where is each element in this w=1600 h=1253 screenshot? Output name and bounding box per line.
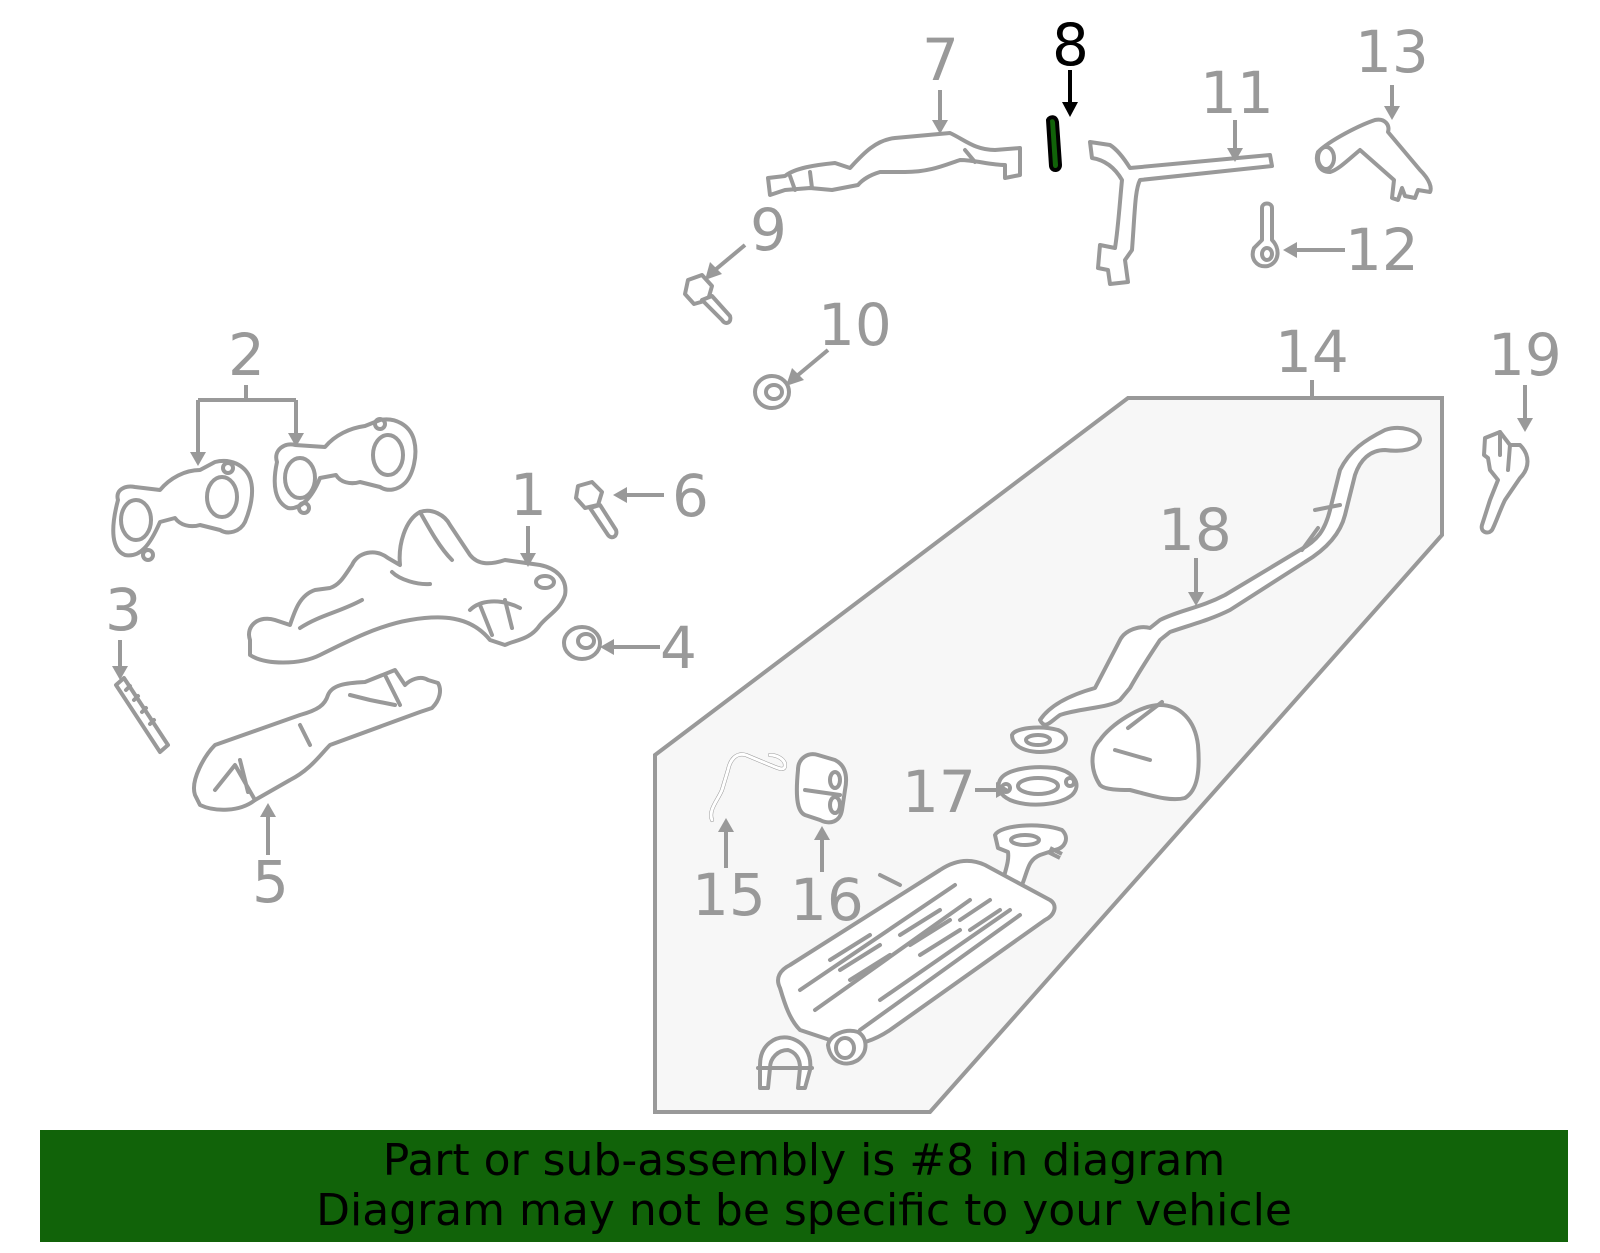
part-11-y-pipe[interactable] bbox=[1088, 140, 1274, 286]
part-3-stud[interactable] bbox=[114, 676, 170, 754]
callout-18[interactable]: 18 bbox=[1158, 496, 1232, 564]
part-18-tailpipe[interactable] bbox=[1010, 426, 1422, 802]
info-banner: Part or sub-assembly is #8 in diagram Di… bbox=[40, 1130, 1568, 1242]
part-16-insulator[interactable] bbox=[794, 752, 849, 825]
u-bolt-clamp[interactable] bbox=[756, 1035, 814, 1090]
callout-15[interactable]: 15 bbox=[692, 861, 766, 929]
part-1-exhaust-manifold[interactable] bbox=[247, 508, 568, 665]
part-17-gasket[interactable] bbox=[996, 765, 1079, 807]
part-9-bolt[interactable] bbox=[683, 273, 733, 325]
callout-17[interactable]: 17 bbox=[902, 758, 976, 826]
callout-9[interactable]: 9 bbox=[750, 196, 787, 264]
callout-14[interactable]: 14 bbox=[1275, 318, 1349, 386]
callout-1[interactable]: 1 bbox=[510, 461, 547, 529]
callout-3[interactable]: 3 bbox=[105, 576, 142, 644]
callout-4[interactable]: 4 bbox=[660, 614, 697, 682]
callout-16[interactable]: 16 bbox=[790, 866, 864, 934]
callout-7[interactable]: 7 bbox=[922, 26, 959, 94]
part-5-heat-shield[interactable] bbox=[192, 668, 442, 812]
part-12-hanger[interactable] bbox=[1250, 201, 1280, 269]
part-15-hanger-rod[interactable] bbox=[709, 752, 787, 822]
part-6-bolt[interactable] bbox=[574, 480, 619, 540]
part-13-bracket[interactable] bbox=[1314, 117, 1433, 202]
callout-19[interactable]: 19 bbox=[1488, 321, 1562, 389]
callout-6[interactable]: 6 bbox=[672, 462, 709, 530]
callout-13[interactable]: 13 bbox=[1355, 18, 1429, 86]
callout-5[interactable]: 5 bbox=[252, 848, 289, 916]
part-10-nut[interactable] bbox=[753, 374, 791, 410]
callout-2[interactable]: 2 bbox=[228, 321, 265, 389]
part-8-seal-highlighted[interactable] bbox=[1046, 115, 1062, 172]
part-19-hanger[interactable] bbox=[1479, 430, 1530, 535]
banner-line-2: Diagram may not be specific to your vehi… bbox=[316, 1185, 1292, 1236]
muffler[interactable] bbox=[776, 823, 1068, 1066]
callout-8[interactable]: 8 bbox=[1052, 11, 1089, 79]
callout-12[interactable]: 12 bbox=[1345, 216, 1419, 284]
part-4-nut[interactable] bbox=[562, 625, 602, 661]
banner-line-1: Part or sub-assembly is #8 in diagram bbox=[382, 1135, 1226, 1186]
callout-10[interactable]: 10 bbox=[818, 291, 892, 359]
callout-11[interactable]: 11 bbox=[1200, 59, 1274, 127]
part-2-exhaust-gaskets[interactable] bbox=[111, 417, 418, 562]
part-7-crossover-pipe[interactable] bbox=[766, 131, 1022, 197]
